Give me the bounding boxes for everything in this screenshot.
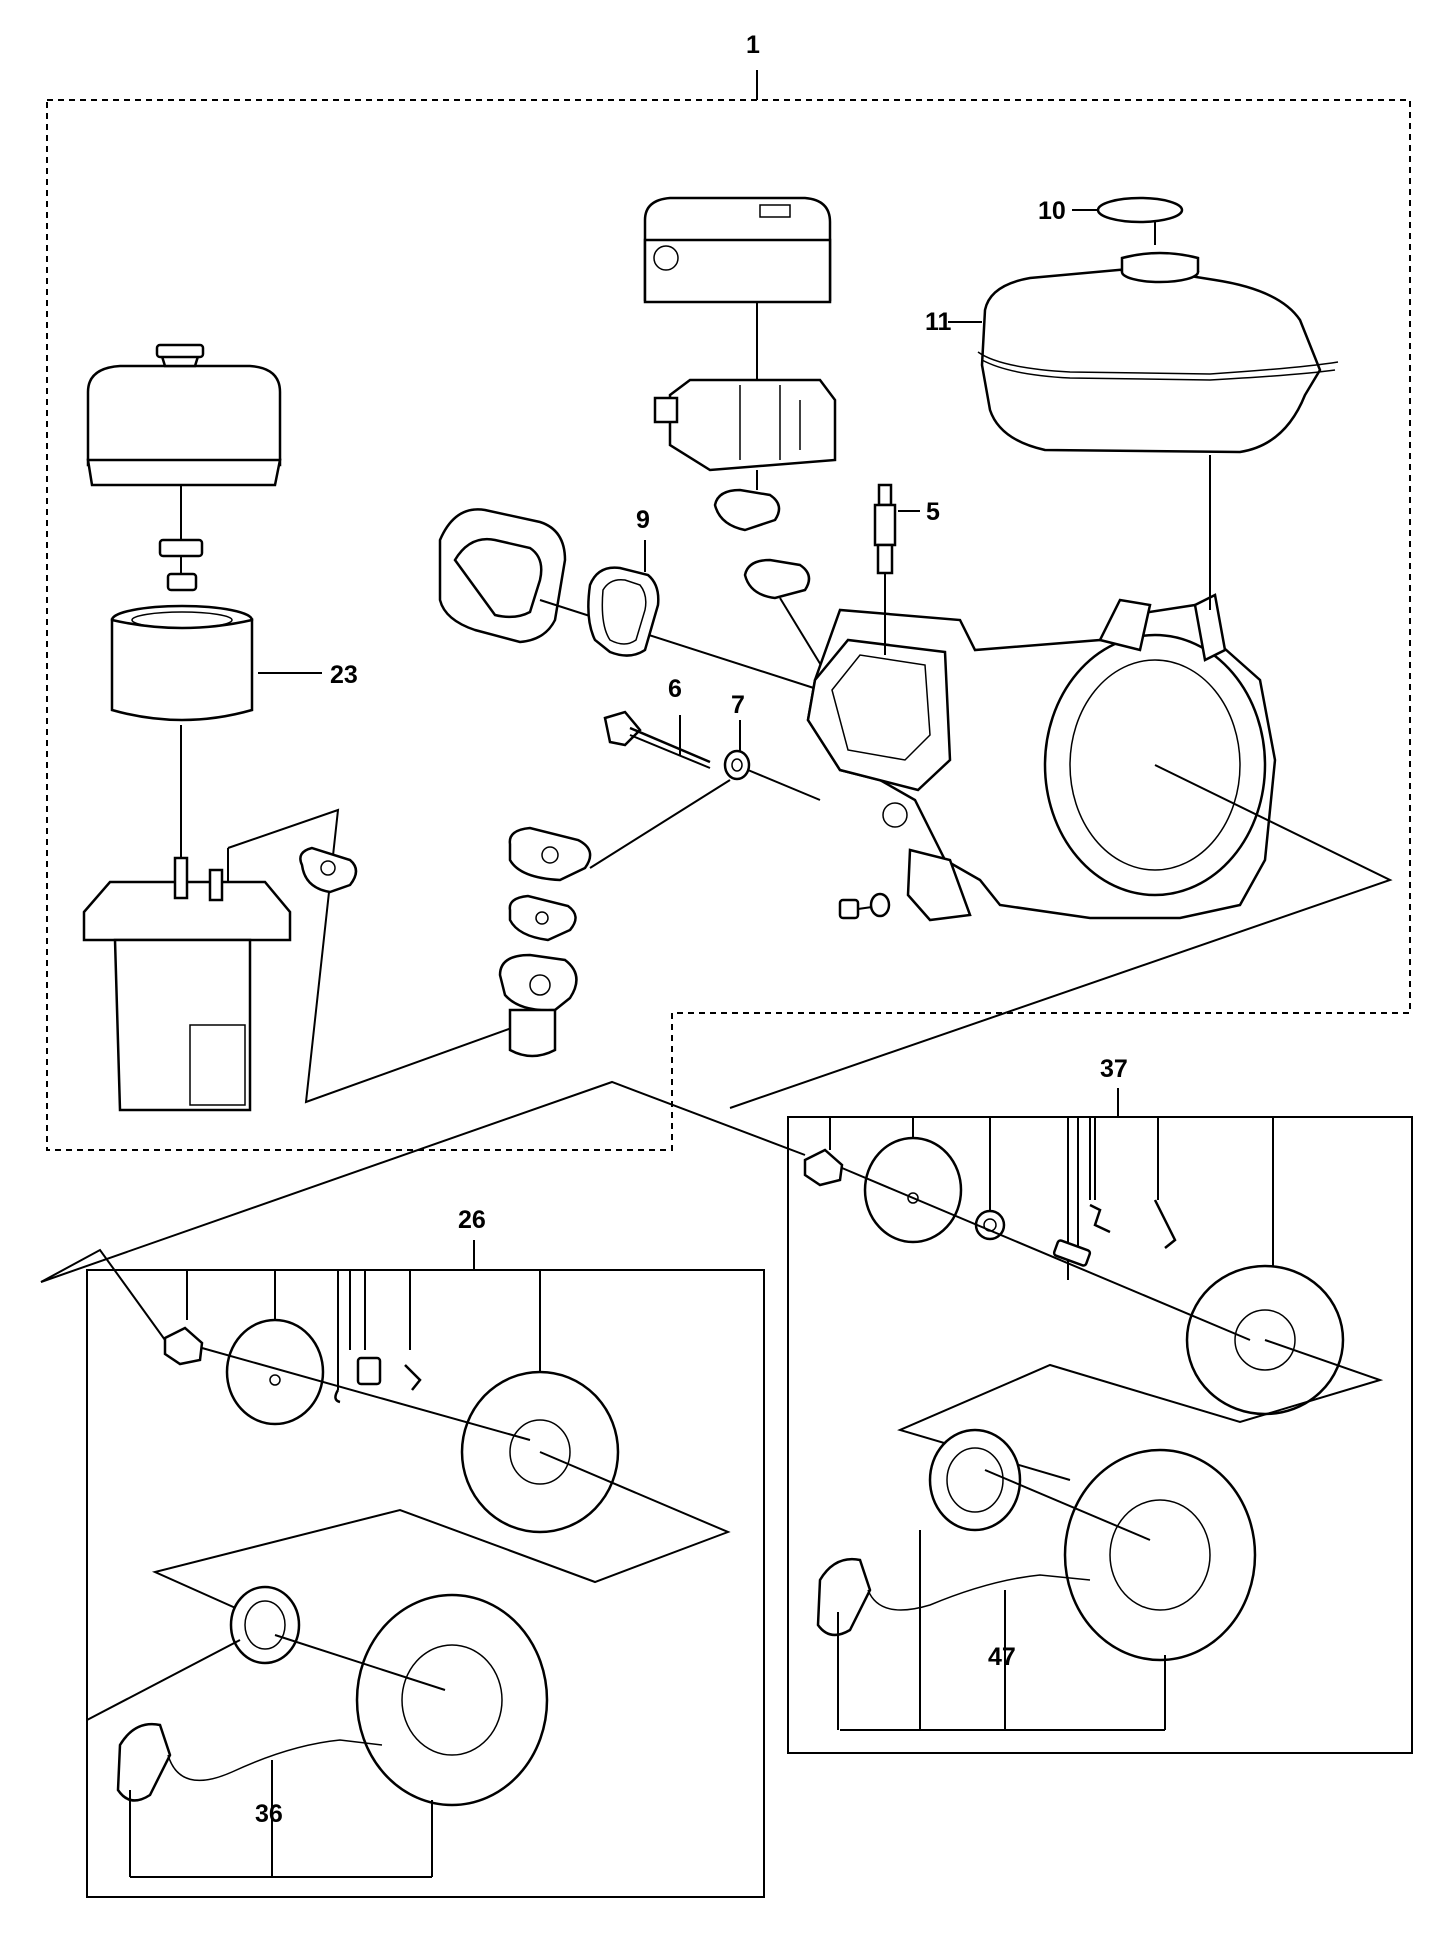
- label-assembly: 1: [746, 31, 760, 59]
- label-air-filter-element: 23: [330, 661, 358, 689]
- drain-washer: [723, 720, 821, 801]
- muffler-cover: [643, 196, 832, 380]
- drain-bolt: [603, 710, 711, 769]
- valve-cover: [438, 508, 821, 691]
- recoil-starter-a: [40, 1240, 731, 1878]
- label-fuel-tank: 11: [925, 308, 952, 336]
- engine-assembly-frame: [46, 99, 1411, 1151]
- label-spark-plug: 5: [926, 498, 940, 526]
- starter-connection: [40, 1080, 806, 1283]
- gas-cap: [1072, 196, 1184, 245]
- label-washer: 7: [731, 691, 745, 719]
- label-recoil-starter-a: 26: [458, 1206, 486, 1234]
- label-bolt: 6: [668, 675, 682, 703]
- air-filter-base: [82, 808, 521, 1112]
- label-gas-cap: 10: [1038, 197, 1066, 225]
- engine-bolt: [838, 892, 891, 920]
- recoil-starter-b: [803, 1088, 1384, 1731]
- label-gasket: 9: [636, 506, 650, 534]
- air-filter-cover: [86, 343, 282, 592]
- starter-a-frame: [86, 1269, 765, 1898]
- carburetor: [498, 779, 731, 1058]
- label-starter-housing-b: 47: [988, 1643, 1016, 1671]
- engine-block: [729, 455, 1393, 1109]
- spark-plug: [873, 483, 920, 655]
- intake-gasket-left: [299, 846, 358, 894]
- label-recoil-starter-b: 37: [1100, 1055, 1128, 1083]
- muffler: [653, 378, 837, 681]
- label-starter-housing-a: 36: [255, 1800, 283, 1828]
- cylinder-gasket: [587, 540, 660, 657]
- fuel-tank: [948, 251, 1339, 454]
- starter-b-frame: [787, 1116, 1413, 1754]
- air-filter-element: [110, 604, 322, 860]
